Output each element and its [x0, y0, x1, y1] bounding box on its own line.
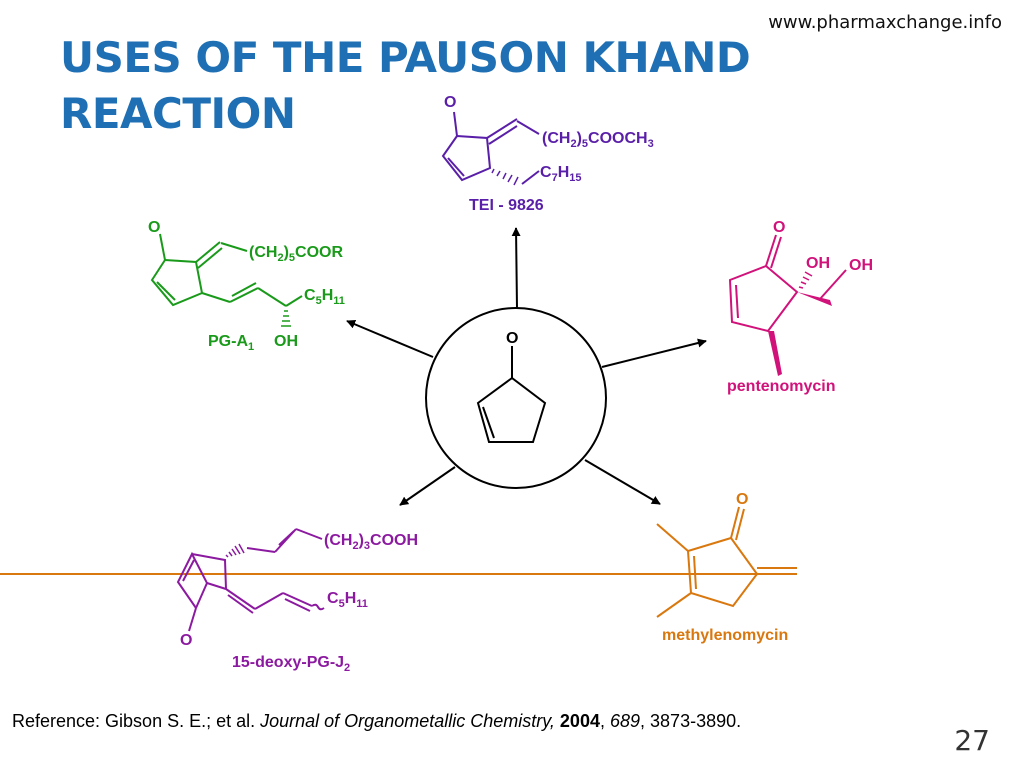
tei-oxygen-label: O	[444, 94, 456, 111]
arrow-to-deoxy-pgj	[399, 466, 456, 506]
pentenomycin-structure: O OH OH pentenomycin	[727, 219, 873, 395]
reference-pages: , 3873-3890.	[640, 711, 742, 731]
slide-title-line-1: USES OF THE PAUSON KHAND	[60, 33, 751, 82]
deoxy-compound-name: 15-deoxy-PG-J2	[232, 654, 350, 674]
site-url[interactable]: www.pharmaxchange.info	[768, 12, 1002, 33]
center-oxygen-label: O	[506, 330, 518, 347]
deoxy-pgj2-structure: O (CH2)3COOH C5H11 15-deoxy-PG-J2	[176, 528, 418, 674]
pentenomycin-hydroxyl-label-1: OH	[806, 255, 830, 272]
arrow-to-pentenomycin	[601, 338, 707, 368]
tei-alkyl-label: C7H15	[540, 164, 582, 184]
pentenomycin-hydroxyl-label-2: OH	[849, 257, 873, 274]
pga-oxygen-label: O	[148, 219, 160, 236]
methylenomycin-structure: O methylenomycin	[0, 491, 797, 644]
slide-title-line-2: REACTION	[60, 89, 296, 138]
arrow-to-tei	[511, 227, 521, 309]
pentenomycin-oxygen-label: O	[773, 219, 785, 236]
reference-volume: 689	[609, 711, 641, 731]
center-double-bond	[482, 406, 495, 439]
reference-journal: Journal of Organometallic Chemistry,	[260, 711, 555, 731]
slide-title: USES OF THE PAUSON KHAND REACTION	[60, 30, 780, 142]
tei-ester-chain-label: (CH2)5COOCH3	[542, 130, 654, 150]
center-cyclopentenone: O	[425, 307, 607, 489]
deoxy-oxygen-label: O	[180, 632, 192, 649]
pga-compound-name: PG-A1	[208, 333, 254, 353]
pga-ester-chain-label: (CH2)5COOR	[249, 244, 343, 264]
tei-compound-name: TEI - 9826	[469, 197, 544, 214]
center-ring	[476, 377, 547, 443]
deoxy-alkyl-label: C5H11	[327, 590, 368, 610]
reference-prefix: Reference: Gibson S. E.; et al.	[12, 711, 261, 731]
arrow-to-pga	[346, 319, 434, 358]
deoxy-acid-chain-label: (CH2)3COOH	[324, 532, 418, 552]
pga1-structure: O (CH2)5COOR C5H11 PG-A1 OH	[148, 219, 345, 353]
arrow-to-methylenomycin	[584, 459, 661, 505]
pga-hydroxyl-label: OH	[274, 333, 298, 350]
methylenomycin-compound-name: methylenomycin	[662, 627, 788, 644]
tei-9826-structure: O (CH2)5COOCH3 C7H15 TEI - 9826	[441, 94, 654, 214]
pentenomycin-compound-name: pentenomycin	[727, 378, 835, 395]
reference-year: 2004	[559, 711, 600, 731]
reference-citation: Reference: Gibson S. E.; et al. Journal …	[12, 711, 742, 731]
page-number: 27	[954, 724, 990, 757]
pga-alkyl-label: C5H11	[304, 287, 345, 307]
methylenomycin-oxygen-label: O	[736, 491, 748, 508]
